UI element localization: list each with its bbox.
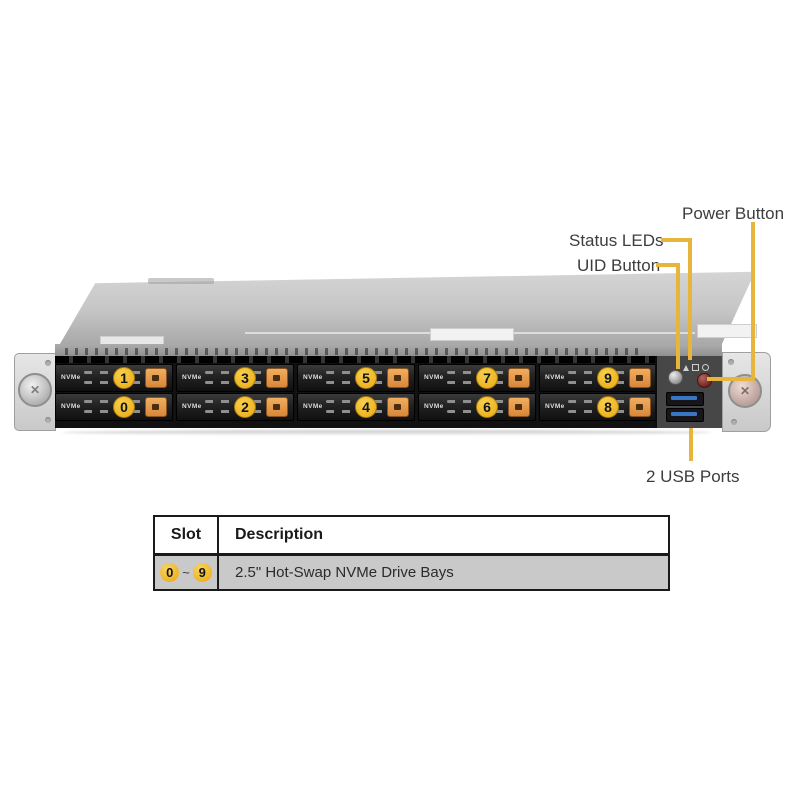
tray-release-button-icon [145,397,167,417]
right-rack-ear: ✕ [722,352,771,432]
chassis-logo-mark [148,278,214,284]
uid-button-icon [668,370,683,385]
tray-release-button-icon [387,368,409,388]
drive-tray-4: NVMe 4 [297,393,415,421]
power-button-callout-line-horizontal [707,377,755,381]
screw-hole [728,359,734,365]
slot-header-cell: Slot [155,517,219,553]
tray-release-button-icon [629,397,651,417]
front-vent-slots [65,348,645,355]
screw-hole [45,360,51,366]
table-row: 0 ~ 9 2.5" Hot-Swap NVMe Drive Bays [155,556,668,589]
drive-type-label: NVMe [303,403,323,410]
drive-type-label: NVMe [424,374,444,381]
power-button-callout-line-vertical [751,222,755,381]
usb-ports-label: 2 USB Ports [646,467,740,486]
status-led-icons [683,364,709,371]
tray-release-button-icon [629,368,651,388]
drive-tray-5: NVMe 5 [297,364,415,392]
description-cell: 2.5" Hot-Swap NVMe Drive Bays [235,564,454,581]
status-leds-callout-line-horizontal [661,238,692,242]
slot-number-badge: 2 [234,396,256,418]
control-panel [655,356,722,428]
drive-tray-1: NVMe 1 [55,364,173,392]
slot-number-badge: 9 [597,367,619,389]
uid-button-callout-line-vertical [676,263,680,369]
alert-led-icon [683,364,689,371]
drive-type-label: NVMe [303,374,323,381]
drive-tray-8: NVMe 8 [539,393,657,421]
screw-hole [45,417,51,423]
tray-release-button-icon [387,397,409,417]
drive-tray-3: NVMe 3 [176,364,294,392]
usb-port-icon [666,392,704,406]
chassis-shadow [62,430,712,435]
slot-range-separator: ~ [182,565,190,580]
drive-type-label: NVMe [61,374,81,381]
left-thumbscrew-icon: ✕ [18,373,52,407]
screw-hole [731,419,737,425]
network-led-icon [702,364,709,371]
slot-number-badge: 1 [113,367,135,389]
drive-type-label: NVMe [545,374,565,381]
slot-start-badge: 0 [160,563,180,582]
drive-type-label: NVMe [182,403,202,410]
power-button-label: Power Button [682,204,785,223]
activity-led-icon [692,364,699,371]
usb-ports-callout-line-vertical [689,428,693,461]
tray-release-button-icon [266,368,288,388]
slot-description-table: Slot Description 0 ~ 9 2.5" Hot-Swap NVM… [153,515,670,591]
drive-tray-9: NVMe 9 [539,364,657,392]
slot-number-badge: 8 [597,396,619,418]
tray-release-button-icon [508,368,530,388]
slot-range-cell: 0 ~ 9 [155,556,219,589]
left-rack-ear: ✕ [14,353,56,431]
slot-number-badge: 3 [234,367,256,389]
drive-tray-7: NVMe 7 [418,364,536,392]
tray-release-button-icon [145,368,167,388]
slot-end-badge: 9 [192,563,212,582]
table-header-row: Slot Description [155,517,668,556]
slot-number-badge: 6 [476,396,498,418]
tray-release-button-icon [266,397,288,417]
model-sticker [697,324,757,338]
usb-port-icon [666,408,704,422]
drive-type-label: NVMe [61,403,81,410]
uid-button-callout-line-horizontal [656,263,680,267]
tray-release-button-icon [508,397,530,417]
drive-tray-2: NVMe 2 [176,393,294,421]
slot-number-badge: 4 [355,396,377,418]
description-header-cell: Description [235,526,324,543]
status-leds-callout-line-vertical [688,238,692,360]
status-leds-label: Status LEDs [569,231,664,250]
slot-number-badge: 0 [113,396,135,418]
uid-button-label: UID Button [577,256,661,275]
barcode-sticker [430,328,514,341]
drive-type-label: NVMe [182,374,202,381]
drive-tray-0: NVMe 0 [55,393,173,421]
drive-tray-6: NVMe 6 [418,393,536,421]
drive-type-label: NVMe [545,403,565,410]
slot-number-badge: 7 [476,367,498,389]
slot-number-badge: 5 [355,367,377,389]
drive-type-label: NVMe [424,403,444,410]
